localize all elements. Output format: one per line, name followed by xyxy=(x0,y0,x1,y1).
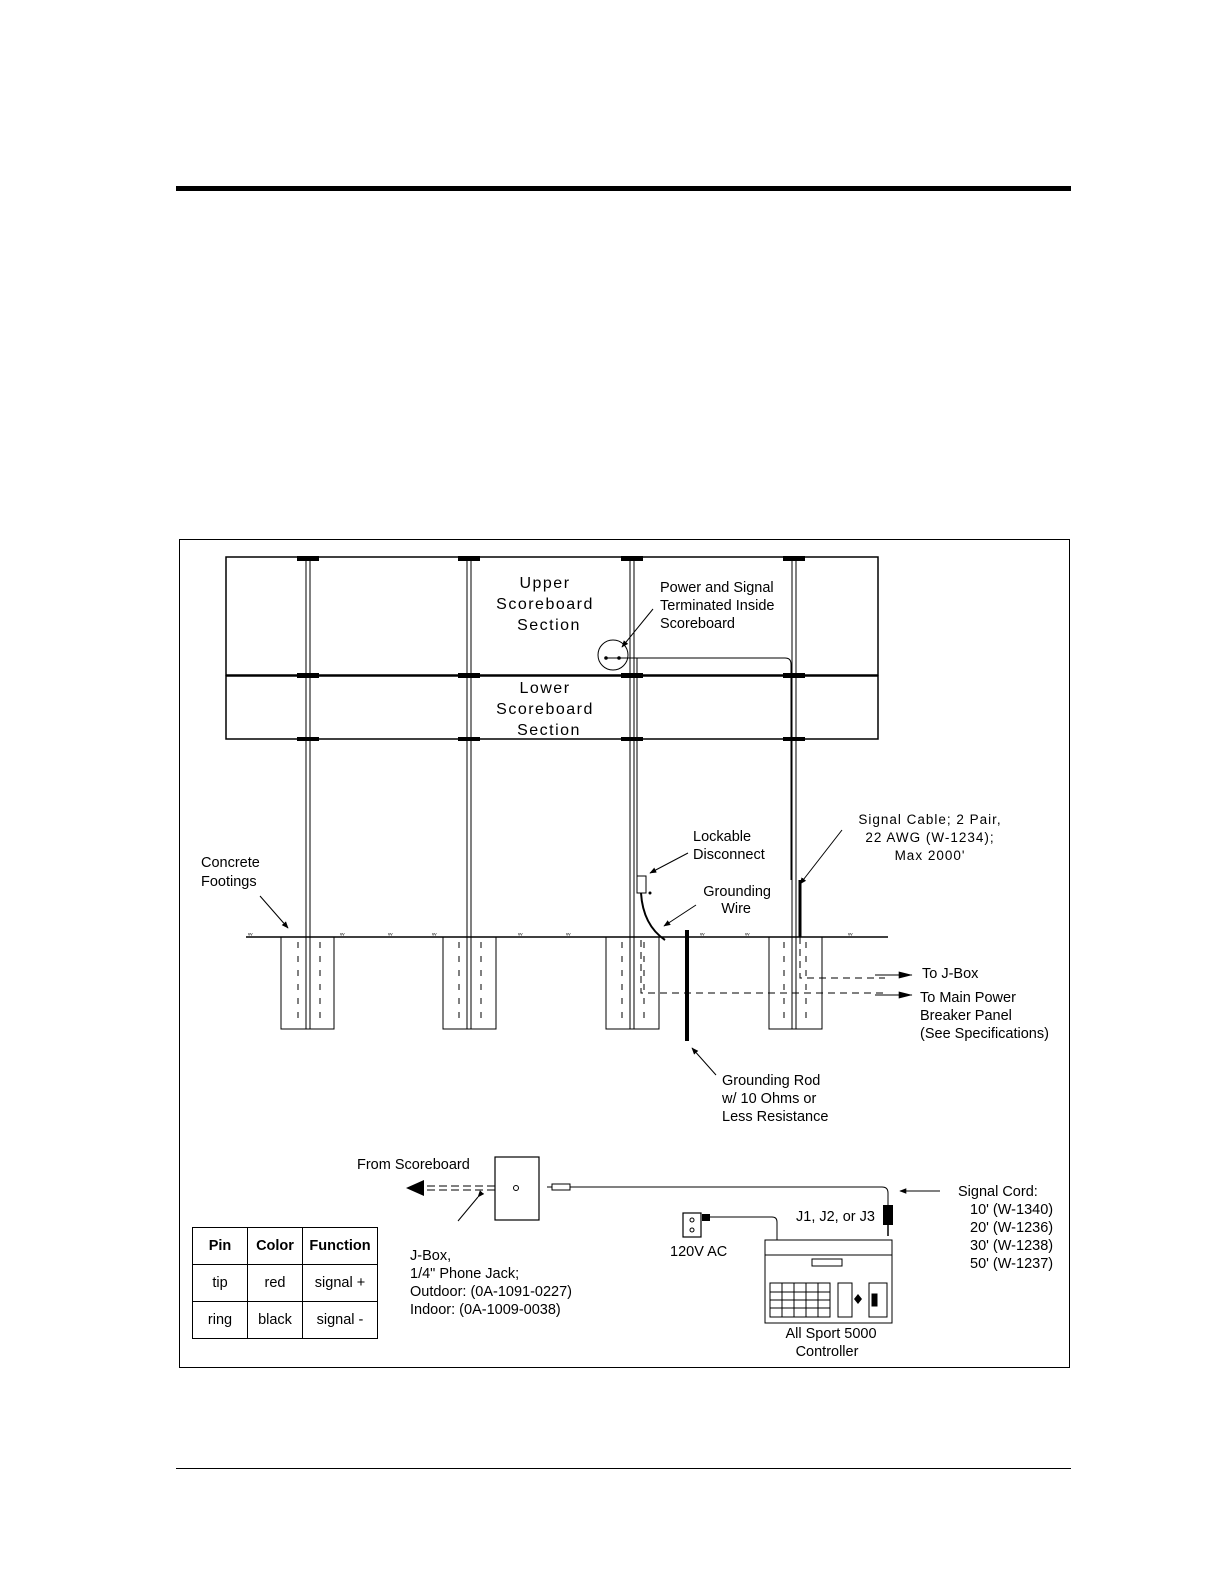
power-signal-label: Power and Signal Terminated Inside Score… xyxy=(660,580,774,632)
upper-scoreboard-section xyxy=(225,556,879,676)
grass-marks: ᵥᵥ ᵥᵥ ᵥᵥ ᵥᵥ ᵥᵥ ᵥᵥ ᵥᵥ ᵥᵥ ᵥᵥ xyxy=(247,930,853,937)
grounding-rod-label: Grounding Rod w/ 10 Ohms or Less Resista… xyxy=(721,1073,828,1125)
concrete-label: Concrete Footings xyxy=(201,855,260,890)
termination-circle xyxy=(597,639,629,671)
svg-text:ᵥᵥ: ᵥᵥ xyxy=(517,930,523,937)
svg-text:ᵥᵥ: ᵥᵥ xyxy=(431,930,437,937)
svg-text:ᵥᵥ: ᵥᵥ xyxy=(339,930,345,937)
signal-cord-label: Signal Cord: 10' (W-1340) 20' (W-1236) 3… xyxy=(958,1184,1053,1272)
svg-text:Signal Cable; 2 Pair,: Signal Cable; 2 Pair, xyxy=(858,812,1001,827)
table-row: tip red signal + xyxy=(192,1264,378,1302)
upper-section-label: Upper Scoreboard Section xyxy=(496,575,594,634)
svg-text:Indoor: (0A-1009-0038): Indoor: (0A-1009-0038) xyxy=(410,1302,561,1318)
poles xyxy=(305,558,797,937)
top-rule xyxy=(176,186,1071,191)
svg-text:Grounding Rod: Grounding Rod xyxy=(722,1073,820,1089)
pin-header: Pin xyxy=(192,1227,248,1265)
pole-clamps xyxy=(297,556,805,741)
svg-text:Footings: Footings xyxy=(201,874,257,890)
lower-scoreboard-section xyxy=(225,675,879,740)
controller-label: All Sport 5000 Controller xyxy=(785,1326,876,1360)
function-header: Function xyxy=(302,1227,378,1265)
svg-text:Controller: Controller xyxy=(796,1344,859,1360)
signal-cable-path xyxy=(619,657,792,880)
footing-rebar xyxy=(297,942,807,1025)
lockable-disconnect xyxy=(636,875,647,894)
lower-section-label: Lower Scoreboard Section xyxy=(496,680,594,739)
svg-text:Lockable: Lockable xyxy=(693,829,751,845)
concrete-footings xyxy=(280,936,823,1030)
svg-text:Less Resistance: Less Resistance xyxy=(722,1109,828,1125)
svg-text:Section: Section xyxy=(517,722,581,739)
svg-text:Scoreboard: Scoreboard xyxy=(496,596,594,613)
function-cell: signal - xyxy=(302,1301,378,1339)
svg-text:Outdoor: (0A-1091-0227): Outdoor: (0A-1091-0227) xyxy=(410,1284,572,1300)
svg-text:Max 2000': Max 2000' xyxy=(895,848,966,863)
svg-text:20' (W-1236): 20' (W-1236) xyxy=(970,1220,1053,1236)
svg-text:ᵥᵥ: ᵥᵥ xyxy=(699,930,705,937)
ac-label: 120V AC xyxy=(670,1244,727,1260)
bottom-rule xyxy=(176,1468,1071,1469)
svg-text:w/ 10 Ohms or: w/ 10 Ohms or xyxy=(721,1091,816,1107)
all-sport-5000-controller xyxy=(764,1239,893,1324)
svg-text:Power and Signal: Power and Signal xyxy=(660,580,774,596)
jbox-label: J-Box, 1/4" Phone Jack; Outdoor: (0A-109… xyxy=(410,1248,572,1318)
svg-text:ᵥᵥ: ᵥᵥ xyxy=(565,930,571,937)
signal-cord xyxy=(570,1186,889,1205)
svg-text:Breaker Panel: Breaker Panel xyxy=(920,1008,1012,1024)
svg-text:ᵥᵥ: ᵥᵥ xyxy=(247,930,253,937)
svg-text:Wire: Wire xyxy=(721,901,751,917)
svg-text:ᵥᵥ: ᵥᵥ xyxy=(744,930,750,937)
svg-text:Scoreboard: Scoreboard xyxy=(660,616,735,632)
color-header: Color xyxy=(247,1227,303,1265)
svg-text:ᵥᵥ: ᵥᵥ xyxy=(387,930,393,937)
table-row: ring black signal - xyxy=(192,1301,378,1339)
pin-cell: tip xyxy=(192,1264,248,1302)
svg-text:50' (W-1237): 50' (W-1237) xyxy=(970,1256,1053,1272)
diagram-frame xyxy=(179,539,1070,1368)
power-conduit xyxy=(640,940,885,994)
svg-text:1/4" Phone Jack;: 1/4" Phone Jack; xyxy=(410,1266,519,1282)
pin-table-header: Pin Color Function xyxy=(192,1227,378,1265)
svg-text:Disconnect: Disconnect xyxy=(693,847,765,863)
jbox-conduit xyxy=(799,937,885,979)
to-jbox-label: To J-Box xyxy=(922,966,979,982)
svg-text:Signal Cord:: Signal Cord: xyxy=(958,1184,1038,1200)
svg-text:30' (W-1238): 30' (W-1238) xyxy=(970,1238,1053,1254)
svg-text:Concrete: Concrete xyxy=(201,855,260,871)
jacks-label: J1, J2, or J3 xyxy=(796,1209,875,1225)
color-cell: red xyxy=(247,1264,303,1302)
signal-cable-label: Signal Cable; 2 Pair, 22 AWG (W-1234); M… xyxy=(858,812,1001,863)
color-cell: black xyxy=(247,1301,303,1339)
svg-text:ᵥᵥ: ᵥᵥ xyxy=(847,930,853,937)
pin-cell: ring xyxy=(192,1301,248,1339)
lockable-label: Lockable Disconnect xyxy=(693,829,765,863)
svg-text:Section: Section xyxy=(517,617,581,634)
svg-text:Terminated Inside: Terminated Inside xyxy=(660,598,774,614)
jbox xyxy=(494,1156,540,1221)
function-cell: signal + xyxy=(302,1264,378,1302)
svg-text:Lower: Lower xyxy=(519,680,570,697)
pin-table: Pin Color Function tip red signal + ring… xyxy=(192,1227,378,1339)
svg-text:Upper: Upper xyxy=(519,575,570,592)
svg-text:J-Box,: J-Box, xyxy=(410,1248,451,1264)
svg-text:22 AWG (W-1234);: 22 AWG (W-1234); xyxy=(865,830,994,845)
ac-outlet xyxy=(682,1212,702,1238)
from-scoreboard-label: From Scoreboard xyxy=(357,1157,470,1173)
main-power-label: To Main Power Breaker Panel (See Specifi… xyxy=(920,990,1049,1042)
grounding-wire xyxy=(640,892,666,941)
svg-text:All Sport 5000: All Sport 5000 xyxy=(785,1326,876,1342)
svg-text:Grounding: Grounding xyxy=(703,884,771,900)
svg-text:10' (W-1340): 10' (W-1340) xyxy=(970,1202,1053,1218)
svg-text:(See Specifications): (See Specifications) xyxy=(920,1026,1049,1042)
svg-text:To Main Power: To Main Power xyxy=(920,990,1016,1006)
svg-text:Scoreboard: Scoreboard xyxy=(496,701,594,718)
grounding-wire-label: Grounding Wire xyxy=(703,884,771,917)
